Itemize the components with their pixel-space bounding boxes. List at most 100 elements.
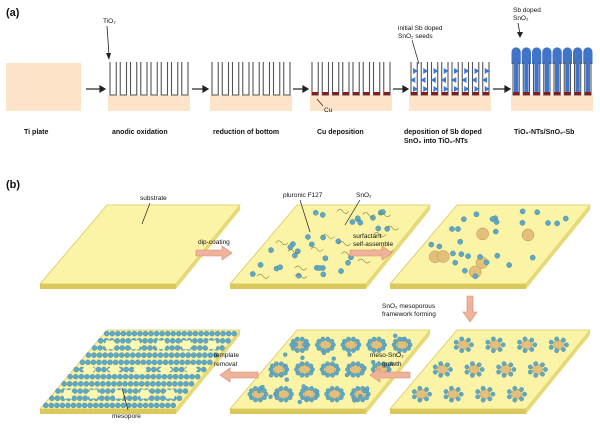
sno2-particle <box>372 363 378 369</box>
label-surfactant: surfactant <box>353 233 382 240</box>
sno2-particle <box>123 359 130 366</box>
sno2-particle <box>315 393 320 398</box>
sno2-particle <box>487 387 493 392</box>
sno2-particle <box>330 361 335 367</box>
sno2-particle <box>400 337 405 342</box>
sno2-particle <box>163 352 169 358</box>
arrow-meso-growth <box>369 367 411 383</box>
nanotube <box>170 62 179 96</box>
sno2-particle <box>501 372 507 378</box>
sno2-seed <box>413 68 418 74</box>
sno2-particle <box>322 255 329 262</box>
sno2-particle <box>112 359 119 366</box>
sno2-particle <box>489 216 496 222</box>
sno2-particle <box>109 402 116 409</box>
substrate-edge <box>230 409 366 414</box>
mesopore <box>102 339 117 350</box>
sno2-seed <box>420 77 426 83</box>
sno2-particle <box>533 361 539 367</box>
cu-layer <box>363 92 370 95</box>
sno2-particle <box>305 234 311 240</box>
sno2-particle <box>177 388 183 394</box>
sno2-particle <box>350 361 356 367</box>
substrate-dip-coated <box>229 204 431 289</box>
sno2-particle <box>315 389 320 394</box>
sno2-particle <box>480 397 486 403</box>
cu-layer <box>543 92 550 95</box>
sno2-seed <box>474 86 480 92</box>
sno2-particle <box>517 339 522 345</box>
sno2-particle <box>130 352 136 358</box>
sno2-particle <box>164 330 171 337</box>
sno2-particle <box>167 373 173 380</box>
sno2-particle <box>146 352 153 358</box>
sno2-particle <box>548 339 554 345</box>
nanotube <box>262 62 271 96</box>
sno2-particle <box>334 370 339 376</box>
sno2-particle <box>190 359 196 366</box>
sno2-particle <box>506 262 512 268</box>
sno2-particle <box>184 359 191 366</box>
sno2-particle <box>203 338 209 344</box>
sno2-particle <box>98 402 104 409</box>
sno2-particle <box>424 387 429 392</box>
sno2-particle <box>197 338 204 344</box>
f127-chain <box>322 234 335 239</box>
sno2-particle <box>54 395 61 401</box>
sno2-particle <box>106 373 112 380</box>
sno2-particle <box>371 348 377 353</box>
sno2-particle <box>458 391 464 397</box>
sno2-particle <box>274 372 279 378</box>
sno2-particle <box>522 391 527 397</box>
sno2-particle <box>183 373 190 380</box>
ti-plate-stage4 <box>310 95 392 111</box>
sno2-particle <box>492 228 499 235</box>
caption-sb-deposition-1: deposition of Sb doped <box>404 129 482 136</box>
caption-sb-deposition-2: SnO₂ into TiO₂-NTs <box>404 138 468 145</box>
sno2-particle <box>162 359 169 366</box>
micelle <box>278 388 289 400</box>
sno2-seed <box>484 68 490 74</box>
sno2-particle <box>109 330 116 337</box>
label-pluronic: pluronic F127 <box>283 192 323 199</box>
sno2-particle <box>49 395 55 401</box>
sno2-fill <box>565 62 570 95</box>
cu-layer <box>462 92 469 95</box>
sno2-particle <box>321 350 327 356</box>
micelle <box>371 339 382 351</box>
sno2-particle <box>330 372 335 378</box>
sno2-particle <box>99 388 106 394</box>
sno2-particle <box>66 381 73 387</box>
sno2-particle <box>67 373 73 380</box>
sno2-particle <box>475 389 481 394</box>
sno2-particle <box>200 366 207 373</box>
sno2-particle <box>153 402 160 409</box>
sno2-particle <box>191 345 198 351</box>
sno2-particle <box>76 402 82 409</box>
sno2-particle <box>479 367 485 372</box>
sno2-particle <box>497 337 503 343</box>
sno2-particle <box>156 373 162 380</box>
sno2-particle <box>402 348 407 353</box>
nanotube <box>109 62 117 96</box>
sno2-particle <box>54 402 60 409</box>
sno2-particle <box>320 234 326 241</box>
substrate-edge <box>390 284 526 289</box>
substrate-side <box>176 330 240 414</box>
sno2-particle <box>133 373 140 380</box>
arrow-dip-coating <box>195 245 233 261</box>
sno2-particle <box>73 366 80 373</box>
label-substrate: substrate <box>140 195 167 202</box>
sno2-particle <box>170 330 176 337</box>
nanotube <box>231 62 240 96</box>
sno2-particle <box>320 336 326 342</box>
sno2-particle <box>297 399 302 405</box>
sno2-particle <box>122 373 129 380</box>
sno2-particle <box>496 369 501 375</box>
sno2-seed <box>471 77 477 83</box>
arrow-template-removal <box>219 367 259 383</box>
sno2-particle <box>455 226 461 232</box>
ti-plate-stage6 <box>511 95 593 111</box>
f127-chain <box>336 209 350 214</box>
sno2-particle <box>71 388 78 394</box>
